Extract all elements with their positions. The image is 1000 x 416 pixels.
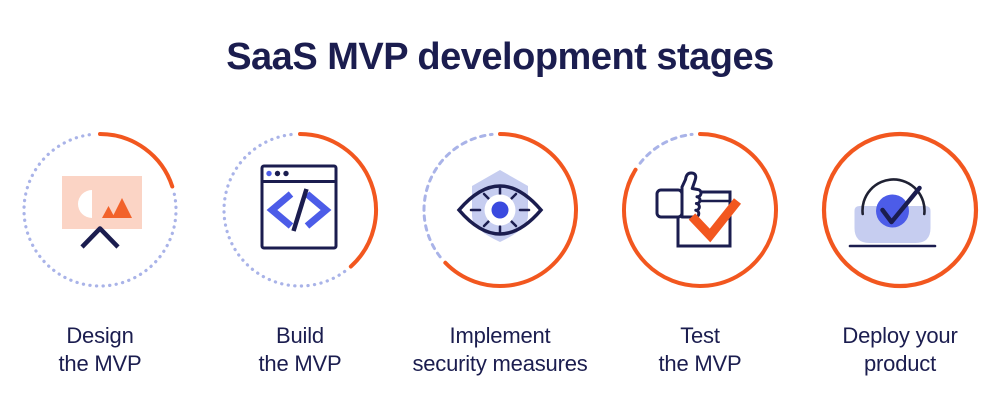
chart-triangle-small <box>102 206 115 218</box>
stage-label: Build the MVP <box>259 322 342 378</box>
stage-build-ring-wrap <box>220 130 380 290</box>
eye-shield-icon <box>456 170 544 242</box>
titlebar-dot <box>283 170 289 177</box>
thumbs-up-cuff <box>655 188 684 219</box>
stage-label-line1: Implement <box>449 323 551 348</box>
stage-security-ring-wrap <box>420 130 580 290</box>
stage-label: Test the MVP <box>659 322 742 378</box>
stage-deploy-ring-wrap <box>820 130 980 290</box>
progress-ring <box>22 132 178 288</box>
stage-design: Design the MVP <box>0 130 200 378</box>
progress-ring <box>222 132 378 288</box>
stages-row: Design the MVP Build <box>0 130 1000 378</box>
gauge-needle-check <box>880 185 922 225</box>
progress-ring <box>422 132 578 288</box>
code-slash <box>291 188 309 232</box>
stage-build: Build the MVP <box>200 130 400 378</box>
titlebar-dot <box>274 170 281 177</box>
stage-test-ring-wrap <box>620 130 780 290</box>
easel-legs <box>80 226 120 249</box>
stage-label: Deploy your product <box>842 322 957 378</box>
code-bracket-right <box>304 191 332 229</box>
gauge-arc <box>861 178 926 216</box>
gauge-check-circle <box>876 194 909 228</box>
stage-label-line1: Build <box>276 323 324 348</box>
progress-ring <box>622 132 778 288</box>
code-window-icon <box>260 164 338 250</box>
half-pie-shape <box>78 190 92 218</box>
stage-test: Test the MVP <box>600 130 800 378</box>
board-shape <box>62 176 142 229</box>
presentation-board-icon <box>62 176 142 249</box>
page-title: SaaS MVP development stages <box>226 36 774 78</box>
pupil <box>491 201 509 219</box>
stage-label-line2: the MVP <box>258 351 342 376</box>
stage-deploy: Deploy your product <box>800 130 1000 378</box>
stage-label-line2: product <box>864 351 936 376</box>
stage-label: Design the MVP <box>59 322 142 378</box>
stage-label-line2: the MVP <box>58 351 142 376</box>
checkbox-square <box>676 190 732 248</box>
code-bracket-left <box>266 191 294 229</box>
thumbs-up-checkbox-icon <box>655 171 742 248</box>
eye-rays <box>469 185 531 235</box>
stage-label-line2: the MVP <box>658 351 742 376</box>
stage-label-line1: Design <box>66 323 134 348</box>
stage-security: Implement security measures <box>400 130 600 378</box>
chart-triangle-large <box>112 198 132 218</box>
stage-label-line1: Test <box>680 323 720 348</box>
eye-outline <box>456 184 544 236</box>
thumbs-up-hand <box>680 171 703 219</box>
stage-label-line1: Deploy your <box>842 323 958 348</box>
stage-label: Implement security measures <box>412 322 587 378</box>
titlebar-dot <box>266 170 272 177</box>
stage-label-line2: security measures <box>412 351 588 376</box>
gauge-checkmark-icon <box>848 178 937 248</box>
progress-ring <box>821 131 979 289</box>
checkmark <box>688 198 742 243</box>
stage-design-ring-wrap <box>20 130 180 290</box>
